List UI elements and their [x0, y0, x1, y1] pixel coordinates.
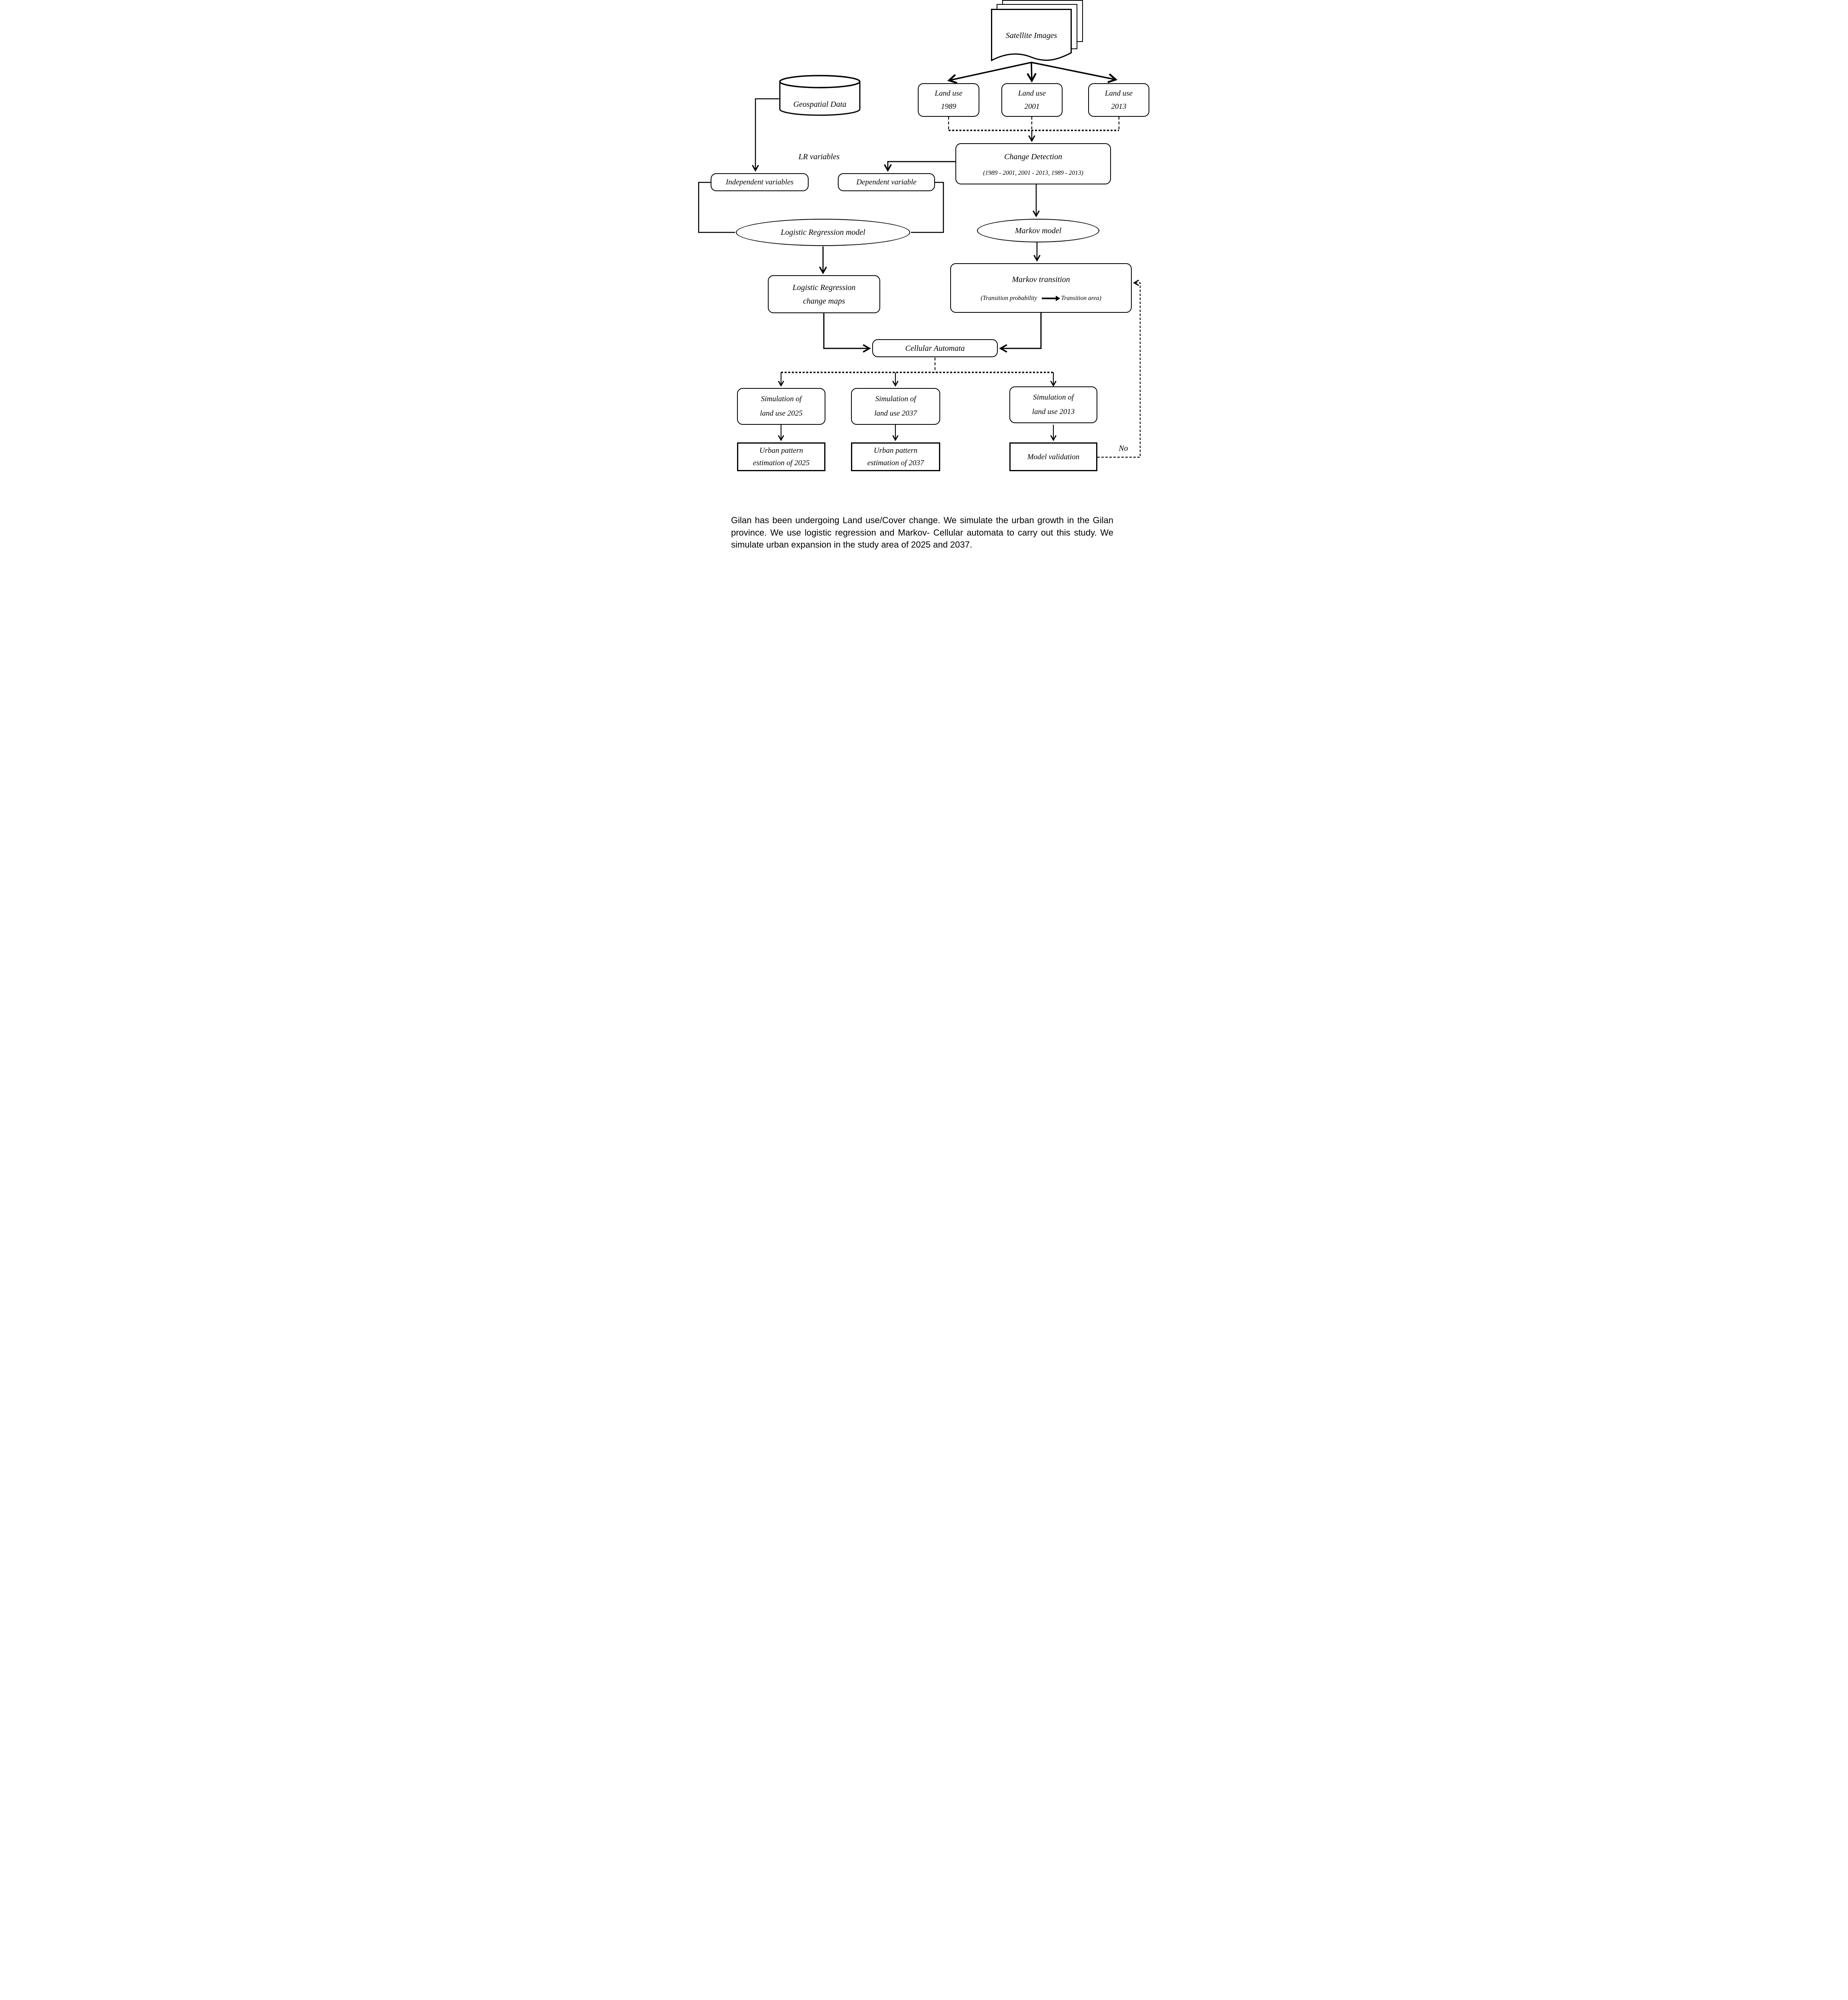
satellite-images-node: Satellite Images — [991, 9, 1072, 62]
simulation-2025-line2: land use 2025 — [760, 409, 803, 418]
lr-variables-label: LR variables — [798, 152, 840, 161]
urban-2037-line2: estimation of 2037 — [867, 459, 924, 467]
edge-change-detection-to-dependent — [884, 161, 955, 172]
no-label: No — [1119, 444, 1128, 453]
markov-transition-subtitle: (Transition probability Transition area) — [981, 294, 1101, 302]
dependent-variable-box: Dependent variable — [838, 173, 935, 191]
simulation-2025-line1: Simulation of — [761, 395, 802, 403]
connector-layer — [698, 62, 1141, 458]
model-validation-label: Model validation — [1027, 452, 1080, 461]
edge-no-feedback — [1097, 280, 1141, 458]
edge-transition-to-cellular-automata — [999, 313, 1042, 353]
lr-change-maps-line2: change maps — [803, 296, 845, 306]
geospatial-data-label: Geospatial Data — [793, 100, 847, 109]
edge-satellite-to-landuse-2013 — [1031, 62, 1118, 83]
land-use-2001-line1: Land use — [1018, 89, 1046, 98]
land-use-2001-box: Land use 2001 — [1001, 83, 1063, 117]
land-use-2013-line1: Land use — [1105, 89, 1133, 98]
logistic-regression-model-label: Logistic Regression model — [781, 228, 865, 237]
land-use-2001-line2: 2001 — [1024, 102, 1040, 111]
lr-change-maps-line1: Logistic Regression — [792, 283, 856, 292]
markov-transition-title: Markov transition — [1012, 275, 1070, 284]
change-detection-title: Change Detection — [1004, 152, 1062, 161]
simulation-2013-line2: land use 2013 — [1032, 408, 1075, 416]
land-use-1989-line1: Land use — [935, 89, 963, 98]
change-detection-box: Change Detection (1989 - 2001, 2001 - 20… — [955, 143, 1111, 184]
simulation-2037-line1: Simulation of — [875, 395, 916, 403]
cellular-automata-box: Cellular Automata — [872, 339, 998, 357]
transition-arrow-icon — [1042, 295, 1061, 301]
edge-satellite-to-landuse-2001 — [1027, 62, 1037, 83]
simulation-2037-line2: land use 2037 — [874, 409, 917, 418]
urban-2025-line1: Urban pattern — [759, 446, 803, 455]
urban-pattern-2025-box: Urban pattern estimation of 2025 — [737, 442, 825, 471]
simulation-2013-box: Simulation of land use 2013 — [1009, 386, 1097, 423]
land-use-1989-line2: 1989 — [941, 102, 956, 111]
simulation-2025-box: Simulation of land use 2025 — [737, 388, 825, 425]
transition-probability-label: (Transition probability — [981, 295, 1037, 302]
land-use-2013-box: Land use 2013 — [1088, 83, 1149, 117]
simulation-2037-box: Simulation of land use 2037 — [851, 388, 940, 425]
land-use-2013-line2: 2013 — [1111, 102, 1127, 111]
logistic-regression-model-ellipse: Logistic Regression model — [736, 219, 910, 246]
geospatial-data-node: Geospatial Data — [779, 75, 861, 116]
caption: Gilan has been undergoing Land use/Cover… — [731, 515, 1113, 550]
edge-geospatial-to-independent — [752, 98, 779, 172]
document-shape — [991, 9, 1072, 62]
urban-2025-line2: estimation of 2025 — [753, 459, 810, 467]
urban-pattern-2037-box: Urban pattern estimation of 2037 — [851, 442, 940, 471]
dependent-variable-label: Dependent variable — [856, 178, 917, 186]
independent-variables-box: Independent variables — [711, 173, 809, 191]
cylinder-shape — [779, 75, 861, 116]
transition-area-label: Transition area) — [1061, 295, 1101, 302]
edge-change-maps-to-cellular-automata — [823, 313, 871, 353]
independent-variables-label: Independent variables — [725, 178, 794, 186]
markov-transition-box: Markov transition (Transition probabilit… — [950, 263, 1132, 313]
satellite-images-label: Satellite Images — [1005, 31, 1057, 40]
cellular-automata-label: Cellular Automata — [905, 344, 965, 353]
edge-satellite-to-landuse-1989 — [947, 62, 1032, 84]
edge-dependent-to-lr-model — [911, 182, 944, 233]
change-detection-subtitle: (1989 - 2001, 2001 - 2013, 1989 - 2013) — [983, 169, 1083, 176]
simulation-2013-line1: Simulation of — [1033, 393, 1074, 402]
land-use-1989-box: Land use 1989 — [918, 83, 979, 117]
model-validation-box: Model validation — [1009, 442, 1097, 471]
urban-2037-line1: Urban pattern — [873, 446, 918, 455]
markov-model-label: Markov model — [1015, 226, 1062, 235]
markov-model-ellipse: Markov model — [977, 219, 1099, 242]
edge-independent-to-lr-model — [698, 182, 735, 233]
flowchart-figure: Satellite Images Geospatial Data Land us… — [693, 0, 1155, 562]
logistic-regression-change-maps-box: Logistic Regression change maps — [768, 275, 880, 313]
